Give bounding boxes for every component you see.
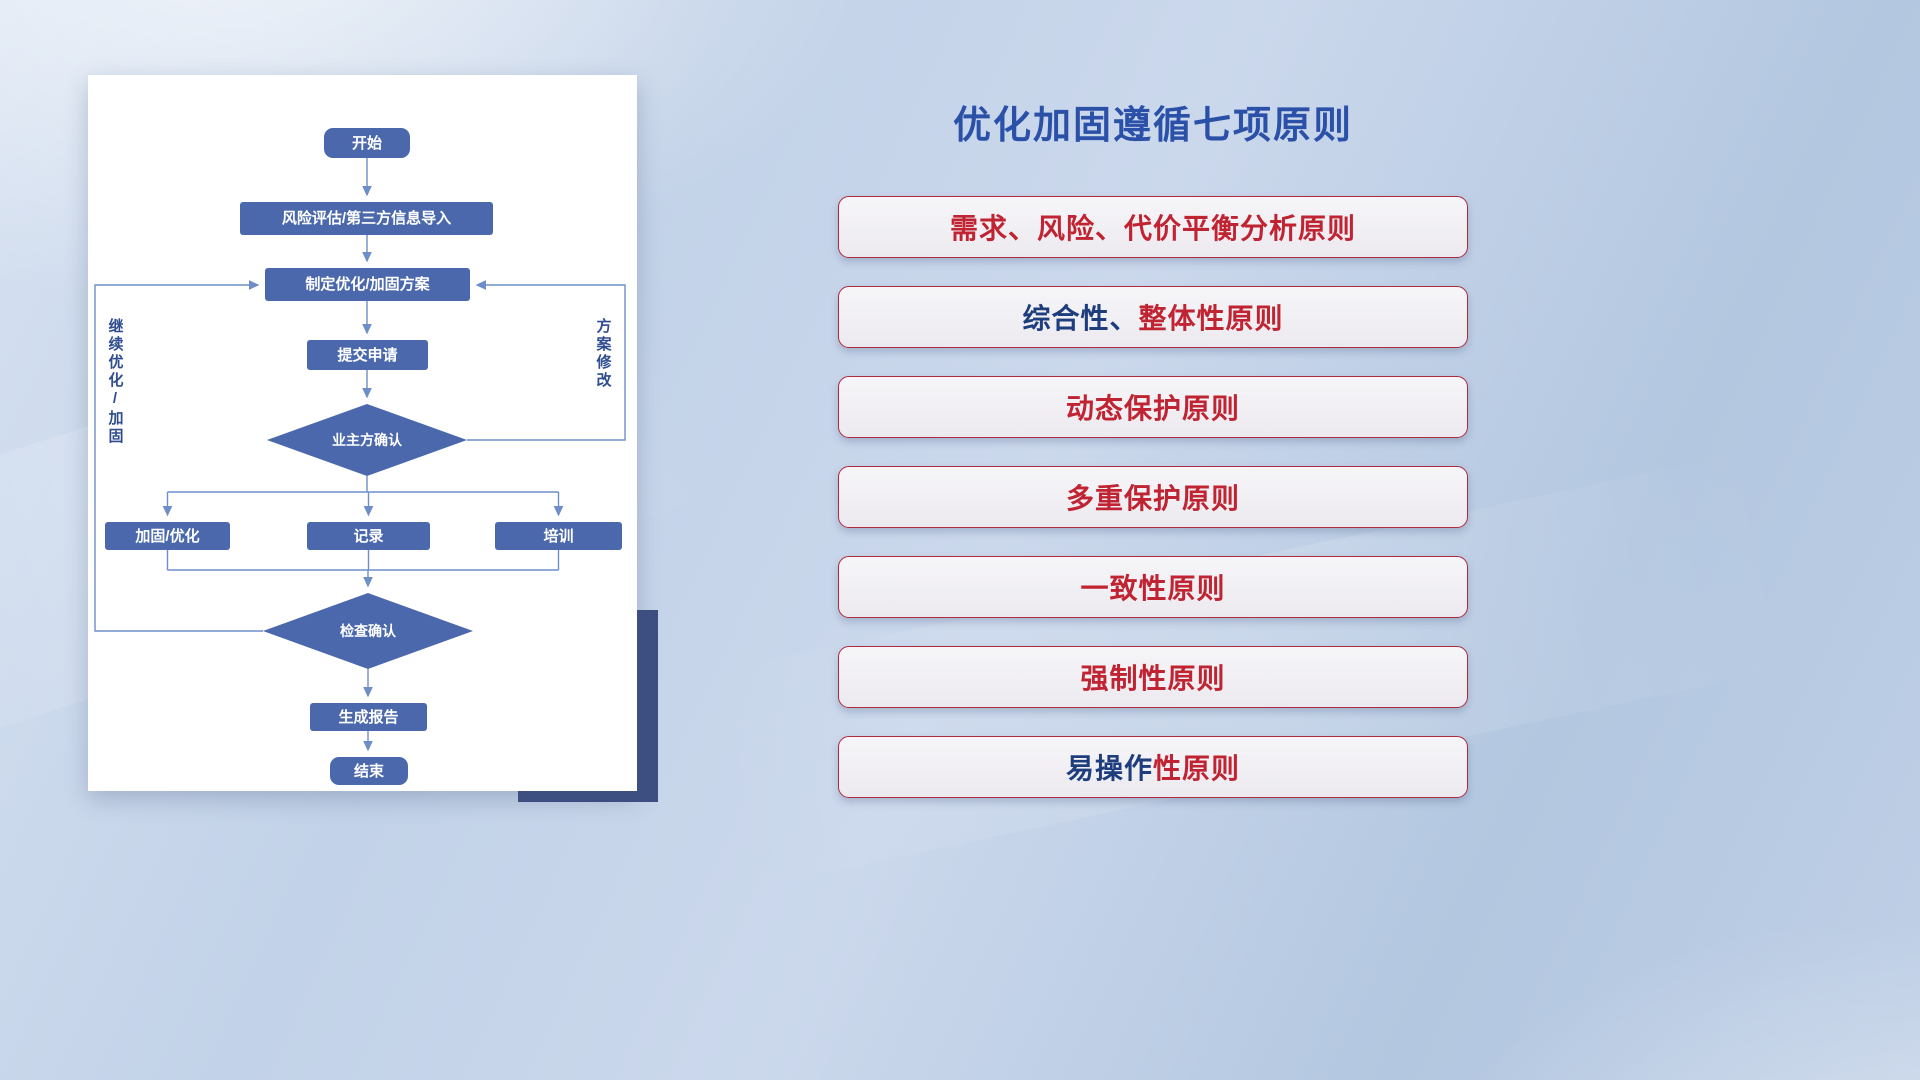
flow-node-submit: 提交申请 — [307, 340, 428, 370]
principle-text-segment: 性原则 — [1153, 753, 1241, 784]
flow-node-training: 培训 — [495, 522, 622, 550]
flow-node-risk-import: 风险评估/第三方信息导入 — [240, 202, 493, 235]
flow-connectors — [94, 158, 626, 752]
principle-text-segment: 需求、风险、代价平衡分析原则 — [949, 213, 1356, 244]
principle-pill: 综合性、整体性原则 — [838, 286, 1468, 348]
side-label-continue-optimize: 继续优化/加固 — [106, 318, 124, 446]
page-title: 优化加固遵循七项原则 — [952, 105, 1353, 147]
principle-text-segment: 易操作 — [1065, 753, 1153, 784]
flow-node-check-confirm-label: 检查确认 — [340, 623, 396, 639]
principle-text-segment: 多重保护原则 — [1065, 483, 1240, 514]
side-label-plan-modify: 方案修改 — [594, 318, 612, 390]
principles-list: 需求、风险、代价平衡分析原则综合性、整体性原则动态保护原则多重保护原则一致性原则… — [838, 196, 1468, 798]
principle-pill: 强制性原则 — [838, 646, 1468, 708]
principle-pill: 动态保护原则 — [838, 376, 1468, 438]
check-confirm-diamond — [263, 593, 473, 669]
principle-text-segment: 动态保护原则 — [1065, 393, 1240, 424]
principle-text-segment: 一致性原则 — [1080, 573, 1226, 604]
flow-node-report: 生成报告 — [310, 703, 427, 731]
flow-node-end: 结束 — [330, 757, 408, 785]
principle-pill: 需求、风险、代价平衡分析原则 — [838, 196, 1468, 258]
flow-node-record: 记录 — [307, 522, 430, 550]
principle-text-segment: 强制性原则 — [1080, 663, 1226, 694]
flow-node-start: 开始 — [324, 128, 410, 158]
flowchart-card: 开始 风险评估/第三方信息导入 制定优化/加固方案 提交申请 业主方确认 加固/… — [88, 75, 637, 791]
flow-node-make-plan: 制定优化/加固方案 — [265, 268, 470, 301]
flow-node-harden: 加固/优化 — [105, 522, 230, 550]
principle-text-segment: 整体性原则 — [1138, 303, 1284, 334]
principle-pill: 易操作性原则 — [838, 736, 1468, 798]
principle-pill: 多重保护原则 — [838, 466, 1468, 528]
principle-pill: 一致性原则 — [838, 556, 1468, 618]
principle-text-segment: 综合性、 — [1022, 303, 1139, 334]
flow-node-owner-confirm-label: 业主方确认 — [332, 432, 402, 448]
owner-confirm-diamond — [267, 404, 467, 476]
